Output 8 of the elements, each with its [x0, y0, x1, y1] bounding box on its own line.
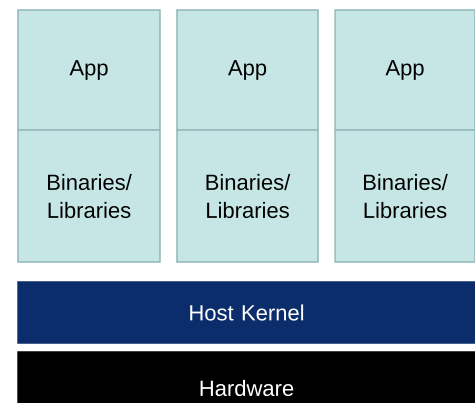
library-box: Binaries/ Libraries: [176, 129, 319, 263]
app-box: App: [334, 9, 475, 131]
library-box: Binaries/ Libraries: [17, 129, 161, 263]
app-box: App: [176, 9, 319, 131]
app-box: App: [17, 9, 161, 131]
hardware-bar: Hardware: [17, 351, 475, 403]
kernel-bar: Host Kernel: [17, 281, 475, 344]
library-box: Binaries/ Libraries: [334, 129, 475, 263]
